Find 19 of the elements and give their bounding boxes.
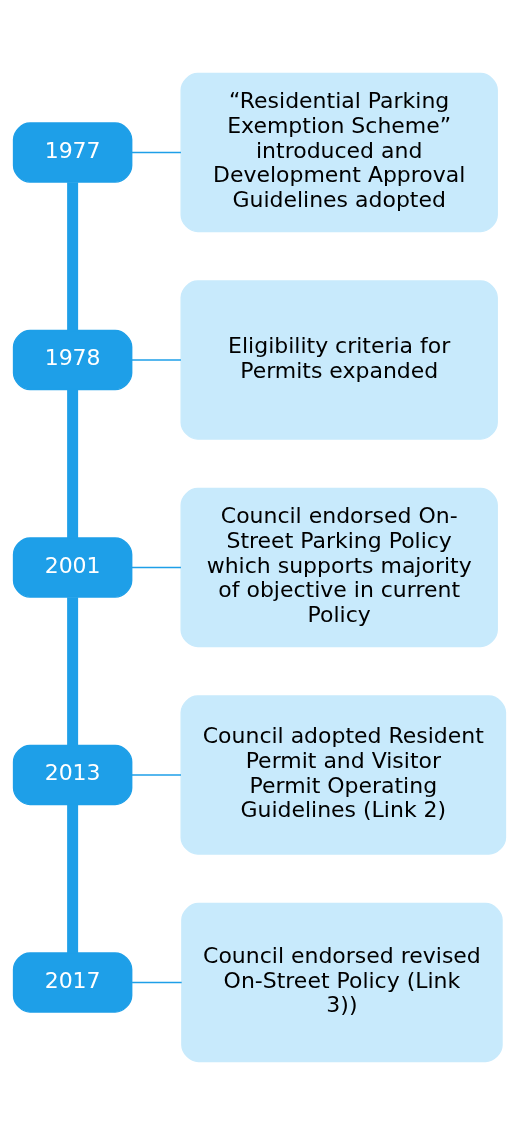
node-box: 2017 — [12, 952, 133, 1013]
connector — [67, 389, 79, 538]
node-box: Council adopted Resident Permit and Visitor Permit Operating Guidelines (Link 2) — [180, 695, 507, 855]
node-box: 2013 — [12, 744, 133, 806]
node-box: Eligibility criteria for Permits expanded — [180, 280, 498, 440]
connector — [131, 359, 182, 361]
node-box: “Residential Parking Exemption Scheme” introduced and Development Approval Guidelines adopted — [180, 72, 498, 233]
connector — [67, 804, 79, 953]
connector — [131, 151, 182, 154]
node-box: Council endorsed revised On-Street Policy (Link 3)) — [181, 902, 503, 1063]
node-box: 1977 — [12, 122, 133, 183]
connector — [67, 182, 79, 331]
node-box: Council endorsed On-Street Parking Policy which supports majority of objective in current Policy — [180, 487, 498, 648]
connector — [131, 981, 183, 984]
connector — [131, 566, 182, 569]
connector — [67, 597, 79, 746]
connector — [131, 774, 182, 776]
node-box: 1978 — [12, 329, 133, 391]
node-box: 2001 — [12, 537, 133, 598]
